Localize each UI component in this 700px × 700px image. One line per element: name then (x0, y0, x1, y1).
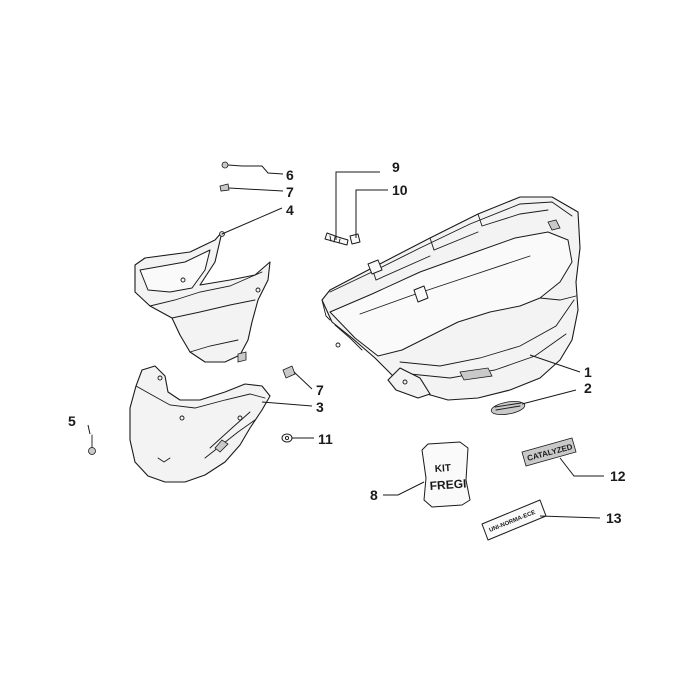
callout-7-upper: 7 (286, 184, 294, 200)
part-7-clip-upper (219, 183, 230, 192)
part-8-decal-kit: KIT FREGI (421, 441, 471, 508)
callout-9: 9 (392, 159, 400, 175)
part-13-sticker: UNI-NORMA-ECE (481, 499, 547, 541)
callout-10: 10 (392, 182, 408, 198)
callout-1: 1 (584, 364, 592, 380)
part-11-nut (281, 433, 293, 443)
callout-labels: 6 7 4 9 10 1 2 7 3 11 5 8 12 13 (68, 159, 626, 526)
part-4-inner-shield (134, 231, 271, 363)
callout-3: 3 (316, 399, 324, 415)
callout-4: 4 (286, 202, 294, 218)
part-5-screw (88, 434, 96, 455)
callout-12: 12 (610, 468, 626, 484)
part-10-nut (349, 233, 361, 245)
leader-lines (87, 165, 604, 519)
part-12-catalyzed-sticker: CATALYZED (521, 437, 577, 467)
part-2-reflector (490, 400, 526, 416)
callout-2: 2 (584, 380, 592, 396)
kit-label-line2: FREGI (429, 476, 467, 493)
part-3-leg-shield (129, 365, 271, 483)
callout-7-lower: 7 (316, 382, 324, 398)
callout-5: 5 (68, 413, 76, 429)
callout-6: 6 (286, 167, 294, 183)
callout-13: 13 (606, 510, 622, 526)
callout-11: 11 (318, 431, 333, 447)
kit-label-line1: KIT (434, 463, 451, 475)
part-6-screw (221, 161, 243, 169)
part-7-clip-lower (282, 365, 296, 379)
callout-8: 8 (370, 487, 378, 503)
part-1-body-shell (321, 196, 581, 401)
